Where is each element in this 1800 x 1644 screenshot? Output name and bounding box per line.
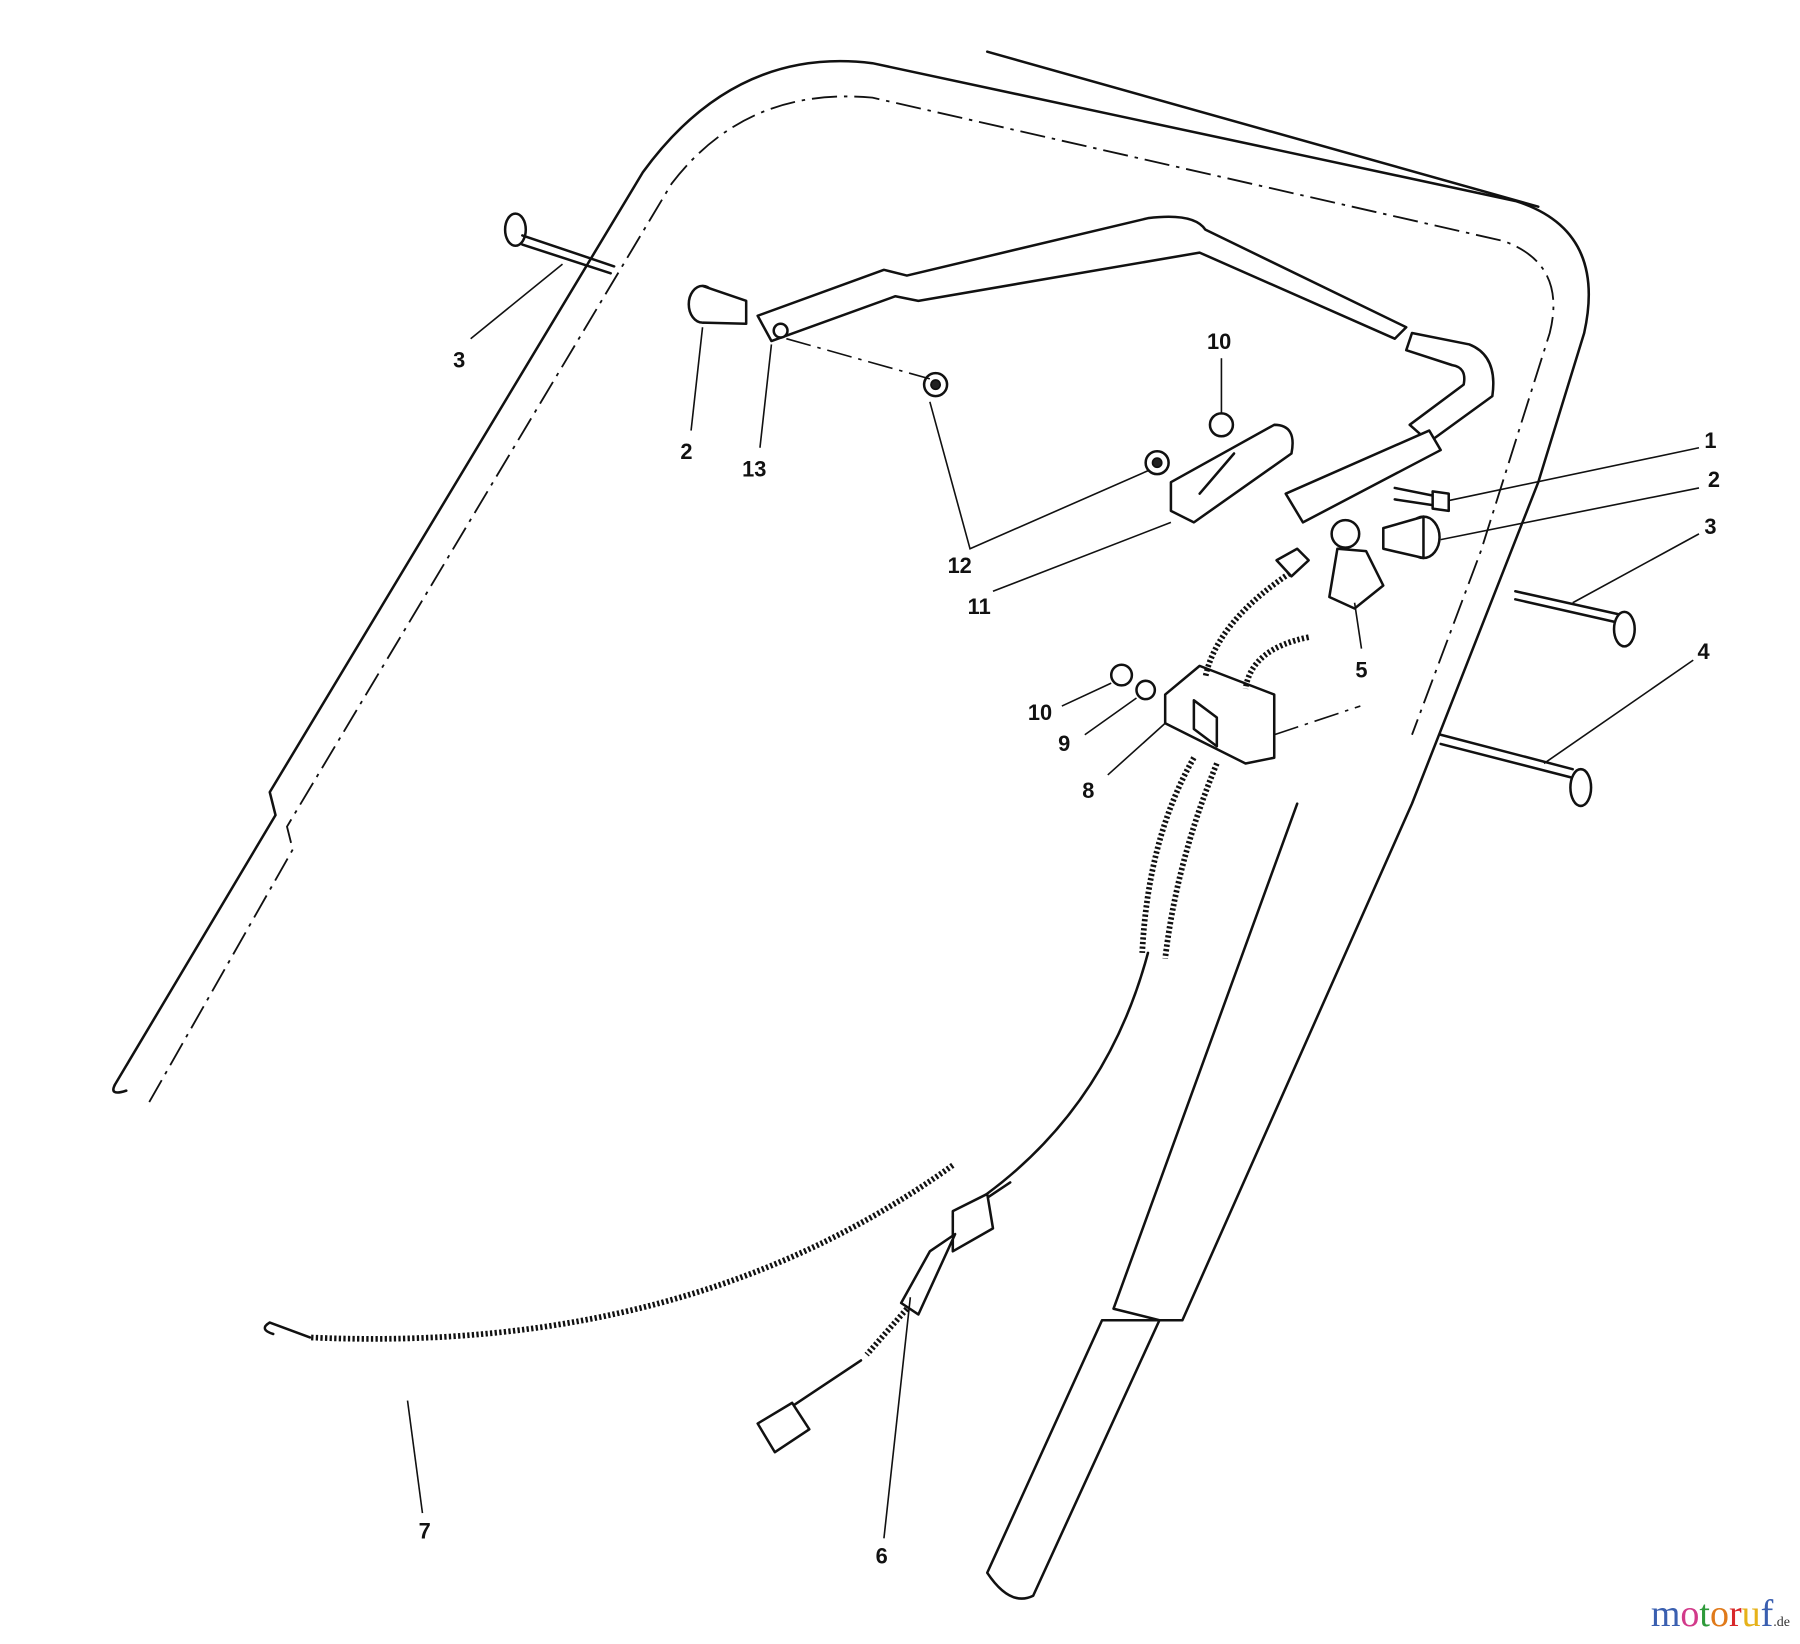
- watermark-letter: u: [1741, 1593, 1761, 1635]
- watermark-letter: r: [1728, 1593, 1742, 1635]
- part-3-bolt-right: [1514, 533, 1700, 648]
- callout-7: 7: [419, 1518, 431, 1543]
- part-3-bolt-left: [470, 212, 616, 340]
- part-2-spacer-right: [1382, 487, 1700, 560]
- watermark-letter: m: [1650, 1593, 1681, 1635]
- part-1-bolt: [1393, 446, 1700, 513]
- part-5-lever: [1328, 518, 1385, 649]
- watermark-letter: f: [1760, 1593, 1774, 1635]
- part-10-nut-lower: [1061, 663, 1134, 707]
- part-9-washer: [1084, 679, 1157, 736]
- part-6-adjuster-cable: [756, 1181, 1012, 1539]
- part-10-nut-top: [1208, 358, 1235, 438]
- part-11-plate: [992, 423, 1294, 593]
- part-12-nuts: [786, 337, 1170, 550]
- callout-13: 13: [742, 456, 766, 481]
- callout-5: 5: [1355, 657, 1367, 682]
- callout-9: 9: [1058, 731, 1070, 756]
- callout-11: 11: [968, 594, 991, 619]
- watermark-letter: o: [1680, 1593, 1700, 1635]
- callout-1: 1: [1704, 428, 1716, 453]
- callout-2: 2: [680, 439, 692, 464]
- watermark-suffix: .de: [1773, 1615, 1790, 1630]
- callout-12: 12: [948, 553, 972, 578]
- callout-4: 4: [1698, 639, 1710, 664]
- watermark-text: motoruf: [1651, 1592, 1773, 1636]
- watermark-letter: o: [1709, 1593, 1729, 1635]
- callout-8: 8: [1082, 778, 1094, 803]
- part-13-pivot: [759, 344, 773, 448]
- part-8-cable-bracket: [1107, 664, 1361, 776]
- callout-2: 2: [1708, 467, 1720, 492]
- watermark-letter: t: [1699, 1593, 1710, 1635]
- part-2-spacer-left: [687, 284, 748, 431]
- watermark-logo: motoruf.de: [1651, 1592, 1790, 1636]
- part-7-cable: [406, 1400, 424, 1514]
- part-4-bolt: [1439, 659, 1694, 808]
- callout-10: 10: [1207, 329, 1231, 354]
- bail-bar: [756, 215, 1495, 524]
- callout-3: 3: [1704, 514, 1716, 539]
- cables: [263, 547, 1310, 1342]
- callout-6: 6: [876, 1544, 888, 1569]
- callout-10: 10: [1028, 700, 1052, 725]
- main-handle-outline: [112, 50, 1591, 1600]
- callout-3: 3: [453, 347, 465, 372]
